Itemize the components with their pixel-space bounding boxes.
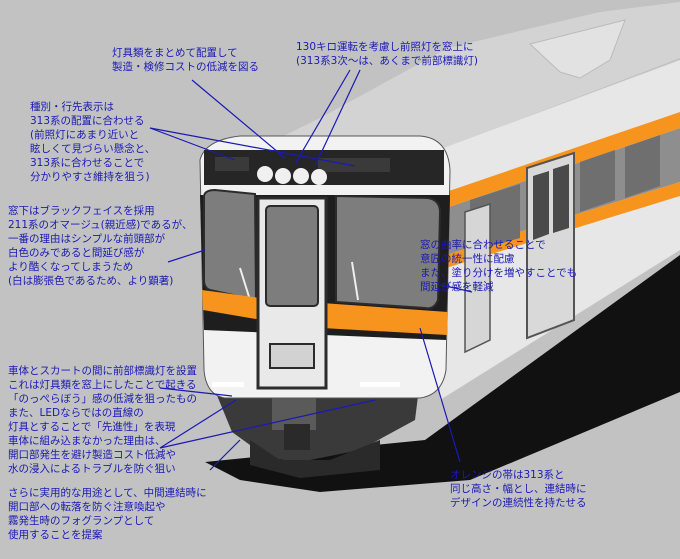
note-lighting-layout: 灯具類をまとめて配置して 製造・検修コストの低減を図る	[112, 46, 259, 74]
note-destination-display: 種別・行先表示は 313系の配置に合わせる (前照灯にあまり近いと 眩しくて見づ…	[30, 100, 155, 184]
front-door-window	[266, 206, 318, 306]
front-window-left	[204, 190, 256, 300]
coupler-base	[284, 424, 310, 450]
side-door-window	[533, 171, 549, 240]
note-marker-lamps: 車体とスカートの間に前部標識灯を設置 これは灯具類を窓上にしたことで起きる 「の…	[8, 364, 197, 476]
note-orange-band: オレンジの帯は313系と 同じ高さ・幅とし、連結時に デザインの連続性を持たせる	[450, 468, 587, 510]
headlight	[311, 169, 327, 185]
note-window-curve: 窓の曲率に合わせることで 意匠の統一性に配慮 また、塗り分けを増やすことでも 間…	[420, 238, 577, 294]
note-headlight-window: 130キロ運転を考慮し前照灯を窓上に (313系3次〜は、あくまで前部標識灯)	[296, 40, 478, 68]
front-door-handle	[270, 344, 314, 368]
headlight	[257, 166, 273, 182]
note-black-face: 窓下はブラックフェイスを採用 211系のオマージュ(親近感)であるが、 一番の理…	[8, 204, 192, 288]
headlight	[275, 168, 291, 184]
marker-lamp	[360, 382, 400, 387]
destination-display-right	[318, 158, 390, 172]
marker-lamp	[212, 382, 244, 387]
headlight	[293, 168, 309, 184]
note-fog-lamp: さらに実用的な用途として、中間連結時に 開口部への転落を防ぐ注意喚起や 霧発生時…	[8, 486, 207, 542]
side-door-window	[553, 164, 569, 233]
